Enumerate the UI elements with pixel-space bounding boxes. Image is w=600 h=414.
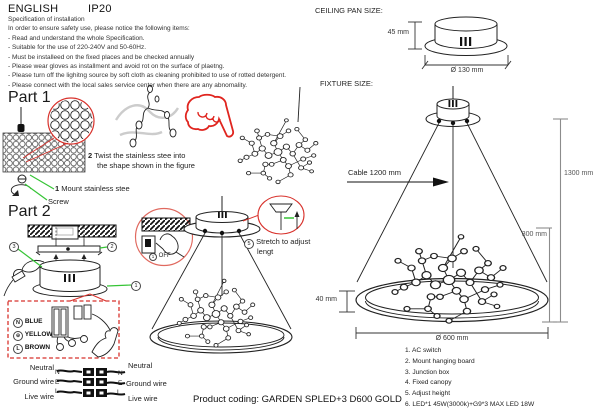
live-symbol: L	[13, 344, 23, 354]
pointing-hand-icon	[184, 93, 235, 138]
specification-block: Specification of installation In order t…	[8, 15, 286, 90]
wire-color-blue: N BLUE	[13, 318, 43, 328]
right-live-label: Live wire	[128, 394, 158, 403]
cable-length-label: Cable 1200 mm	[348, 168, 401, 177]
ip-rating: IP20	[88, 3, 112, 15]
step1-number: 1	[55, 184, 60, 193]
ring-drop-dim: 300 mm	[521, 231, 547, 238]
part1-step2-label-line2: the shape shown in the figure	[97, 161, 195, 170]
part2-title: Part 2	[8, 203, 51, 220]
step1-text: Mount stainless stee	[61, 184, 130, 193]
ring-diameter-dim: Ø 600 mm	[435, 335, 469, 342]
screw-label: Screw	[48, 197, 69, 206]
part1-step2-label: 2 Twist the stainless stee into	[88, 151, 185, 160]
brown-label: BROWN	[24, 344, 51, 351]
spec-item: - Read and understand the whole Specific…	[8, 34, 145, 42]
spec-item: - Must be installeed on the fixed places…	[8, 53, 195, 61]
spec-title: Specification of installation	[8, 16, 85, 23]
fixture-size-title: FIXTURE SIZE:	[320, 79, 373, 88]
callout-1-canopy: 1	[131, 281, 141, 291]
spec-item: - Please turn off the lighitng source by…	[8, 72, 287, 80]
step2-number: 2	[88, 151, 93, 160]
wire-color-yellow: ⊕ YELLOW	[13, 331, 53, 341]
neutral-symbol: N	[13, 318, 23, 328]
right-ground-label: Ground wire	[126, 379, 167, 388]
terminal-detail-drawing	[51, 304, 119, 358]
parts-list-item: 5. Adjust height	[405, 390, 451, 398]
right-n-code: N	[118, 370, 123, 377]
switch-inset-drawing	[134, 207, 194, 267]
adjust-text: Stretch to adjust	[256, 237, 311, 246]
wire-color-brown: L BROWN	[13, 344, 50, 354]
wiring-drawing	[56, 368, 126, 397]
spec-item: - Suitable for the use of 220-240V and 5…	[8, 44, 147, 52]
part1-drawing	[2, 85, 319, 201]
parts-list: 1. AC switch 2. Mount hanging board 3. J…	[405, 346, 534, 411]
part2-drawing	[3, 207, 194, 359]
right-l-code: L	[117, 389, 121, 396]
left-neutral-label: Neutral	[29, 363, 54, 372]
blue-label: BLUE	[24, 318, 43, 325]
ceiling-pan-drawing	[408, 16, 512, 70]
left-e-code: E	[55, 379, 60, 386]
ceiling-pan-height-dim: 45 mm	[387, 29, 409, 36]
product-coding: Product coding: GARDEN SPLED+3 D600 GOLD	[193, 394, 402, 405]
part1-title: Part 1	[8, 89, 51, 106]
switch-off-label: 1 OFF	[149, 253, 171, 261]
fixture-drawing	[339, 86, 568, 339]
off-text: OFF	[158, 253, 171, 259]
spec-item: - Please connect with the local sales se…	[8, 81, 248, 89]
spec-intro: In order to ensure safety use, please no…	[8, 25, 190, 33]
parts-list-item: 3. Junction box	[405, 368, 450, 376]
ground-symbol: ⊕	[13, 331, 23, 341]
adjust-length-label: 5 Stretch to adjust	[244, 237, 310, 249]
left-l-code: L	[55, 388, 59, 395]
spec-item: - Please wear gloves as installment and …	[8, 63, 225, 71]
right-neutral-label: Neutral	[128, 361, 153, 370]
total-height-dim: 1300 mm	[564, 170, 594, 177]
callout-2-hanging-board: 2	[107, 242, 117, 252]
yellow-label: YELLOW	[24, 331, 53, 338]
language-title: ENGLISH	[8, 3, 59, 15]
adjust-callout-number: 5	[244, 239, 254, 249]
adjust-length-label-line2: lengt	[257, 247, 274, 256]
parts-list-item: 2. Mount hanging board	[405, 357, 475, 365]
parts-list-item: 1. AC switch	[405, 347, 442, 354]
right-e-code: E	[118, 380, 123, 387]
parts-list-item: 6. LED*1 45W(3000k)+G9*3 MAX LED 18W	[405, 400, 535, 408]
step2-text: Twist the stainless stee into	[94, 151, 186, 160]
ceiling-pan-title: CEILING PAN SIZE:	[315, 6, 383, 15]
callout-3-junction-box: 3	[9, 242, 19, 252]
ceiling-pan-diameter-dim: Ø 130 mm	[450, 67, 484, 74]
ring-height-dim: 40 mm	[315, 296, 337, 303]
left-live-label: Live wire	[24, 392, 54, 401]
parts-list-item: 4. Fixed canopy	[405, 379, 452, 387]
left-ground-label: Ground wire	[13, 377, 54, 386]
left-n-code: N	[55, 369, 60, 376]
off-callout-number: 1	[149, 253, 157, 261]
part1-step1-label: 1 Mount stainless stee	[55, 184, 130, 193]
pendant-drawing	[149, 195, 305, 354]
